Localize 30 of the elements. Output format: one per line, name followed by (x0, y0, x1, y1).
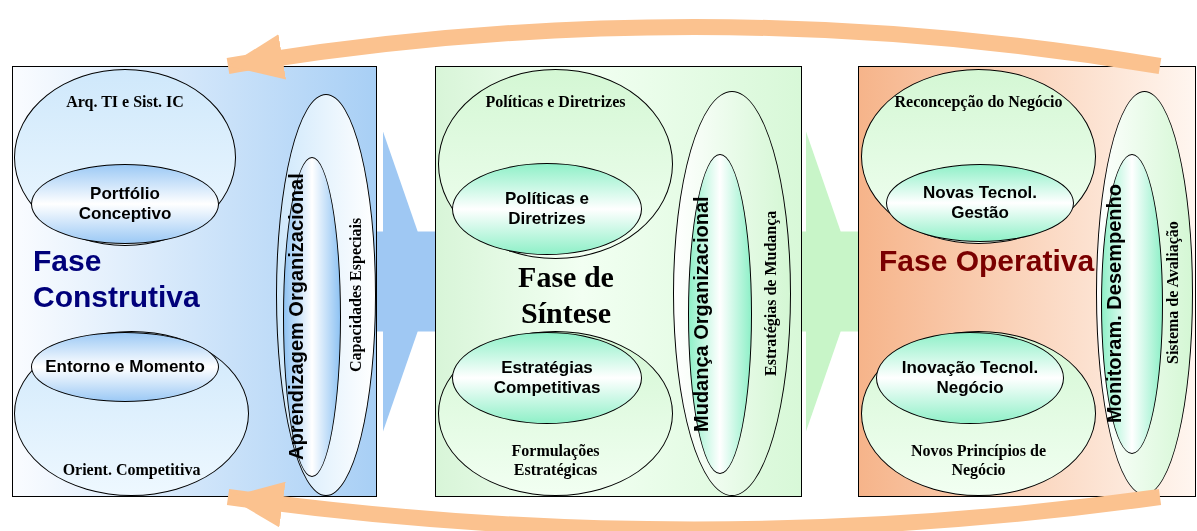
node-label: Inovação Tecnol. Negócio (900, 357, 1040, 399)
ellipse (1096, 91, 1193, 495)
node-label: Políticas e Diretrizes (503, 188, 591, 230)
vertical-label: Aprendizagem Organizacional (284, 172, 308, 463)
node-label: Formulações Estratégicas (510, 440, 601, 479)
phase-title: Fase Operativa (879, 243, 1096, 279)
node-label: Arq. TI e Sist. IC (65, 92, 185, 112)
ellipse (861, 331, 1096, 496)
node-label: Reconcepção do Negócio (893, 92, 1064, 112)
vertical-label: Monitoram. Desempenho (1102, 183, 1126, 426)
vertical-label: Sistema de Avaliação (1162, 220, 1182, 367)
vertical-label: Mudança Organizacional (689, 195, 713, 434)
phase-panel (12, 66, 377, 497)
node-label: Estratégias Competitivas (492, 357, 602, 399)
node-label: Orient. Competitiva (61, 459, 202, 479)
phase-panel (858, 66, 1196, 497)
node-label: Entorno e Momento (44, 356, 206, 378)
node-label: Políticas e Diretrizes (484, 92, 627, 112)
curved-arrow (226, 19, 1162, 81)
phase-panel (435, 66, 802, 497)
node-label: Novas Tecnol. Gestão (922, 182, 1038, 224)
phase-title: Fase Construtiva (33, 243, 201, 315)
vertical-label: Capacidades Especiais (345, 216, 365, 375)
vertical-label: Estratégias de Mudança (760, 209, 780, 379)
node-label: Novos Princípios de Negócio (909, 440, 1048, 479)
phase-title: Fase de Síntese (517, 259, 615, 331)
curved-arrow (227, 481, 1161, 531)
block-arrow (802, 131, 858, 432)
node-label: Portfólio Conceptivo (77, 183, 173, 225)
block-arrow (377, 131, 435, 432)
